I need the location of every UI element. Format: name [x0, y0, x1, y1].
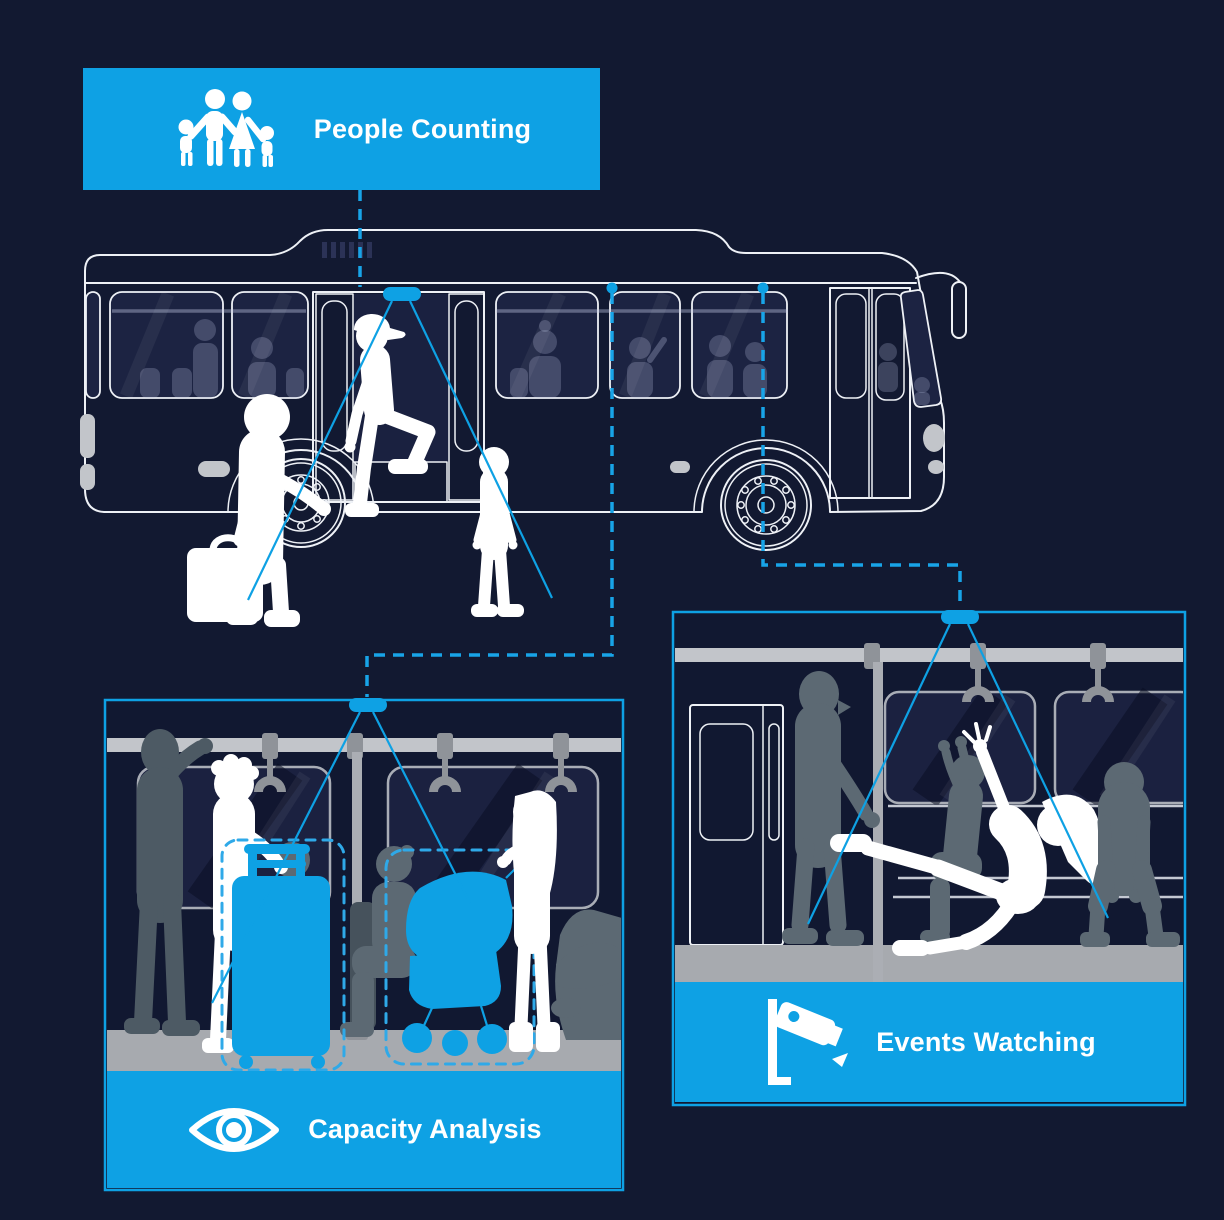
capacity-analysis-footer: Capacity Analysis	[107, 1071, 621, 1188]
capacity-sensor	[211, 711, 471, 1004]
eye-icon	[189, 1107, 280, 1152]
window-passenger-silhouettes	[140, 319, 767, 398]
capacity-analysis-label: Capacity Analysis	[308, 1114, 542, 1144]
cctv-camera-icon	[768, 999, 849, 1085]
people-counting-banner: People Counting	[83, 68, 600, 190]
waiting-man-with-briefcase	[187, 394, 331, 627]
events-watching-label: Events Watching	[876, 1026, 1096, 1057]
bus-lights	[80, 414, 945, 490]
events-sensor	[807, 623, 1109, 925]
family-icon	[178, 89, 274, 167]
sensor-dot-events	[757, 282, 769, 294]
capacity-standing-woman	[497, 790, 560, 1052]
people-counting-label: People Counting	[313, 113, 532, 144]
side-mirror	[915, 271, 967, 339]
capacity-seated-boy	[340, 845, 416, 1037]
detected-stroller	[384, 848, 536, 1066]
waiting-kid	[471, 447, 524, 617]
detected-suitcase	[220, 838, 346, 1072]
sensor-dot-capacity	[606, 282, 618, 294]
bus-illustration	[80, 229, 967, 551]
door-sensor	[247, 287, 553, 601]
front-wheel	[693, 439, 839, 551]
events-seated-man	[1080, 762, 1180, 947]
roof-vents	[322, 242, 372, 258]
dashed-connectors	[358, 190, 962, 697]
capacity-seated-passenger-right	[551, 909, 621, 1040]
events-standing-man	[782, 671, 880, 946]
bus-front-door	[829, 287, 911, 499]
events-watching-footer: Events Watching	[675, 982, 1183, 1102]
capacity-standing-man	[124, 729, 213, 1036]
bus-windshield	[899, 289, 943, 408]
boarding-man	[344, 313, 436, 517]
